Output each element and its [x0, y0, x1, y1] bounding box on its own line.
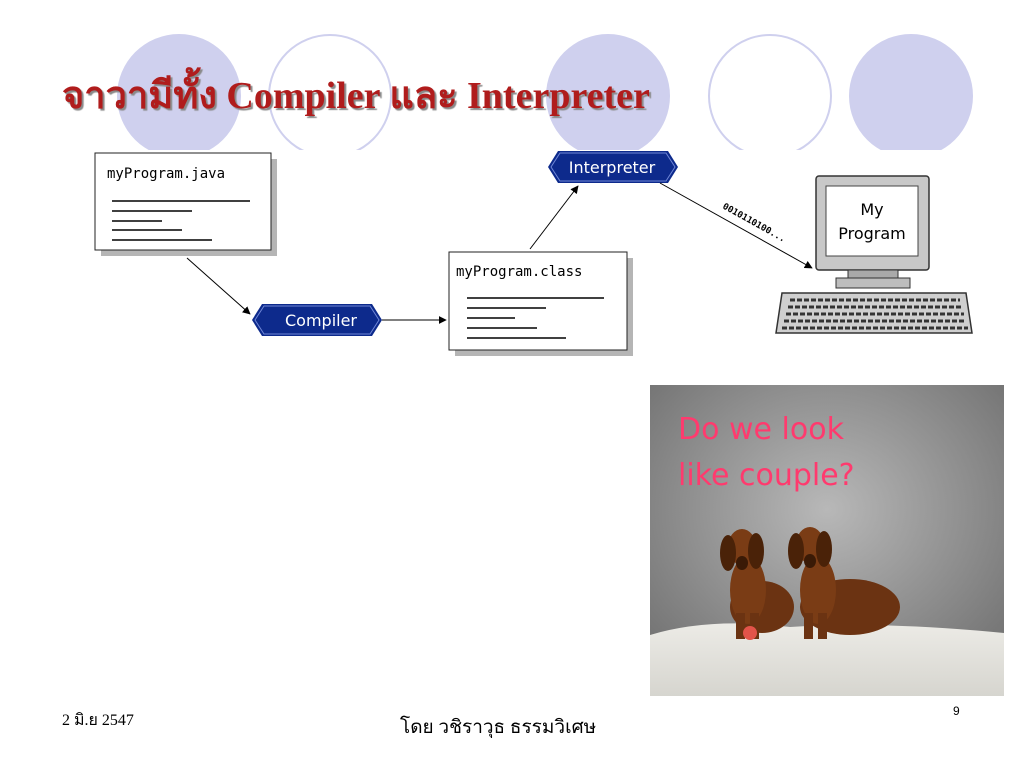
footer-author: โดย วชิราวุธ ธรรมวิเศษ [400, 717, 597, 738]
decor-circle-4 [708, 34, 832, 158]
dachshund-photo: Do we look like couple? [650, 385, 1004, 696]
arrow-interpreter-to-computer [659, 182, 813, 269]
arrow-source-to-compiler [186, 257, 251, 315]
document-icon [94, 152, 277, 256]
dachshund-illustration [650, 385, 1004, 696]
footer-date: 2 มิ.ย 2547 [62, 712, 134, 729]
photo-caption: Do we look like couple? [678, 412, 855, 493]
slide-title: จาวามีทั้ง Compiler และ Interpreter [62, 75, 650, 117]
decor-circle-2 [268, 34, 392, 158]
monitor-label-line1: My [860, 200, 883, 219]
computer-icon [775, 175, 973, 334]
page-number: 9 [953, 704, 960, 718]
decor-circle-5 [849, 34, 973, 158]
decor-circle-1 [117, 34, 241, 158]
compiler-node [252, 304, 382, 336]
compiler-label: Compiler [285, 311, 357, 330]
arrow-class-to-interpreter [529, 185, 579, 250]
decor-circle-3 [546, 34, 670, 158]
interpreter-label: Interpreter [569, 158, 656, 177]
class-file-label: myProgram.class [456, 264, 582, 280]
compile-diagram: myProgram.java Compiler myProgram.class … [94, 151, 973, 356]
document-icon [448, 251, 633, 356]
interpreter-node [548, 151, 678, 183]
source-file-label: myProgram.java [107, 166, 225, 182]
monitor-label-line2: Program [838, 224, 906, 243]
bitstream-label: 0010110100... [721, 202, 787, 245]
